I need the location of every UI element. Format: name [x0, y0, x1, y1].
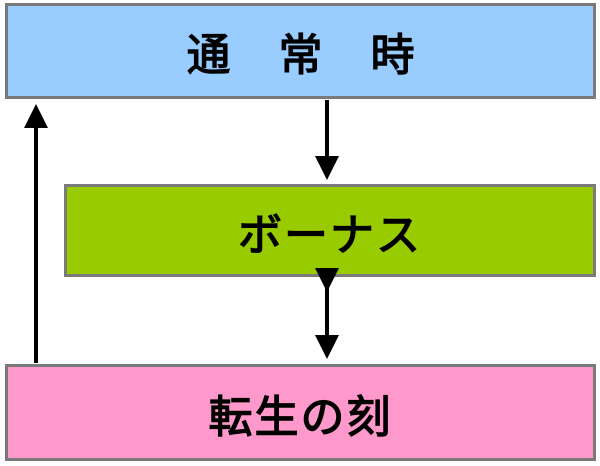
state-normal-box: 通常時	[5, 3, 596, 99]
state-tensei-box: 転生の刻	[5, 364, 596, 461]
state-bonus-box: ボーナス	[64, 184, 596, 277]
